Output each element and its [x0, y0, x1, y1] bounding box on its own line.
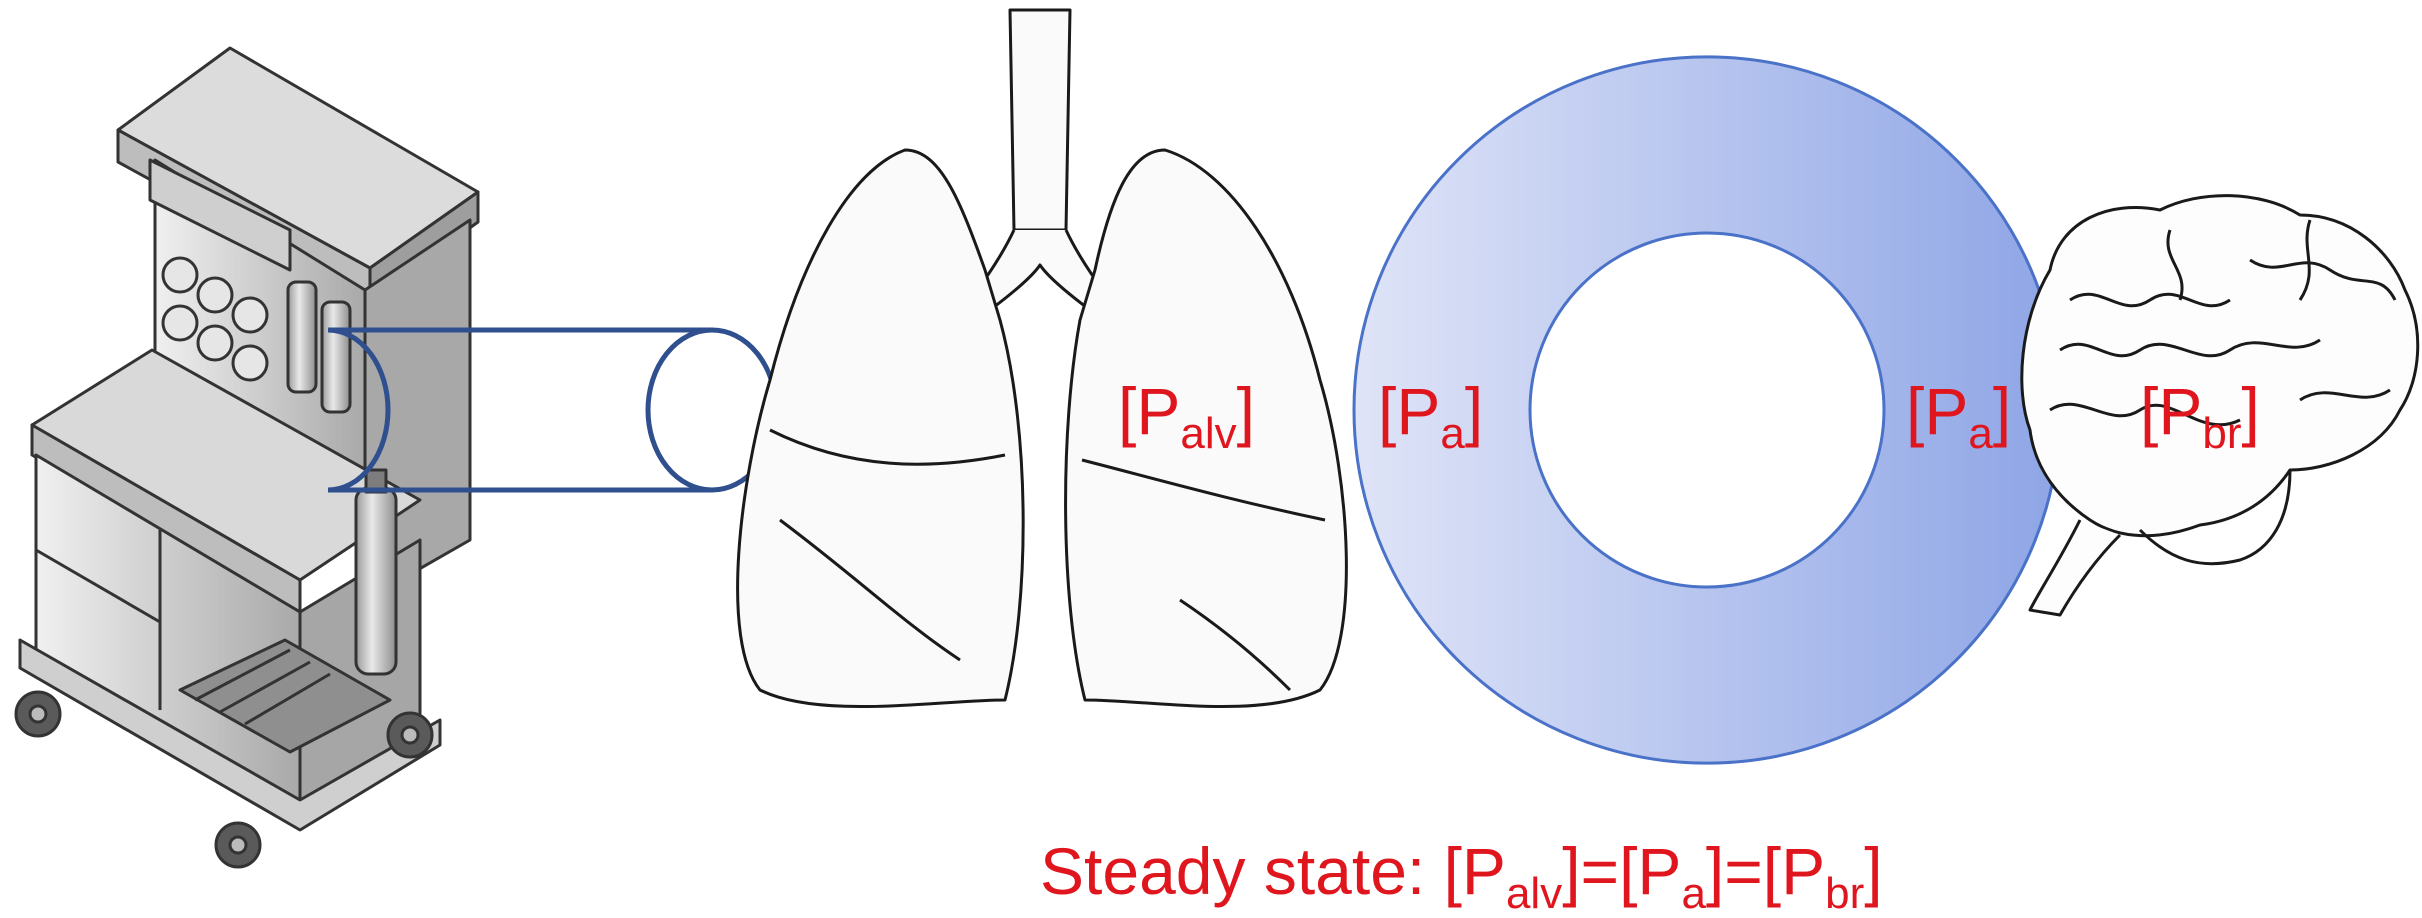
arterial-pressure-label-right: [Pa] — [1906, 378, 2011, 444]
steady-state-equation: Steady state: [Palv]=[Pa]=[Pbr] — [1040, 838, 1883, 904]
arterial-left-main: [P — [1378, 374, 1440, 448]
lungs-icon — [738, 10, 1347, 707]
alveolar-label-main: [P — [1118, 374, 1180, 448]
brain-pressure-label: [Pbr] — [2140, 378, 2260, 444]
arterial-right-close: ] — [1993, 374, 2011, 448]
alveolar-label-close: ] — [1237, 374, 1255, 448]
arterial-left-sub: a — [1440, 409, 1464, 458]
steady-mid2: ]=[P — [1706, 834, 1825, 908]
anesthesia-machine-icon — [16, 48, 478, 867]
alveolar-pressure-label: [Palv] — [1118, 378, 1255, 444]
arterial-left-close: ] — [1465, 374, 1483, 448]
steady-sub-alv: alv — [1506, 869, 1562, 918]
arterial-right-sub: a — [1968, 409, 1992, 458]
steady-prefix: Steady state: [P — [1040, 834, 1506, 908]
arterial-right-main: [P — [1906, 374, 1968, 448]
steady-sub-br: br — [1825, 869, 1864, 918]
brain-label-main: [P — [2140, 374, 2202, 448]
steady-mid1: ]=[P — [1562, 834, 1681, 908]
brain-label-sub: br — [2202, 409, 2241, 458]
arterial-pressure-label-left: [Pa] — [1378, 378, 1483, 444]
steady-sub-a: a — [1681, 869, 1705, 918]
alveolar-label-sub: alv — [1180, 409, 1236, 458]
diagram-canvas: [Palv] [Pa] [Pa] [Pbr] Steady state: [Pa… — [0, 0, 2422, 874]
steady-end: ] — [1864, 834, 1882, 908]
brain-label-close: ] — [2241, 374, 2259, 448]
